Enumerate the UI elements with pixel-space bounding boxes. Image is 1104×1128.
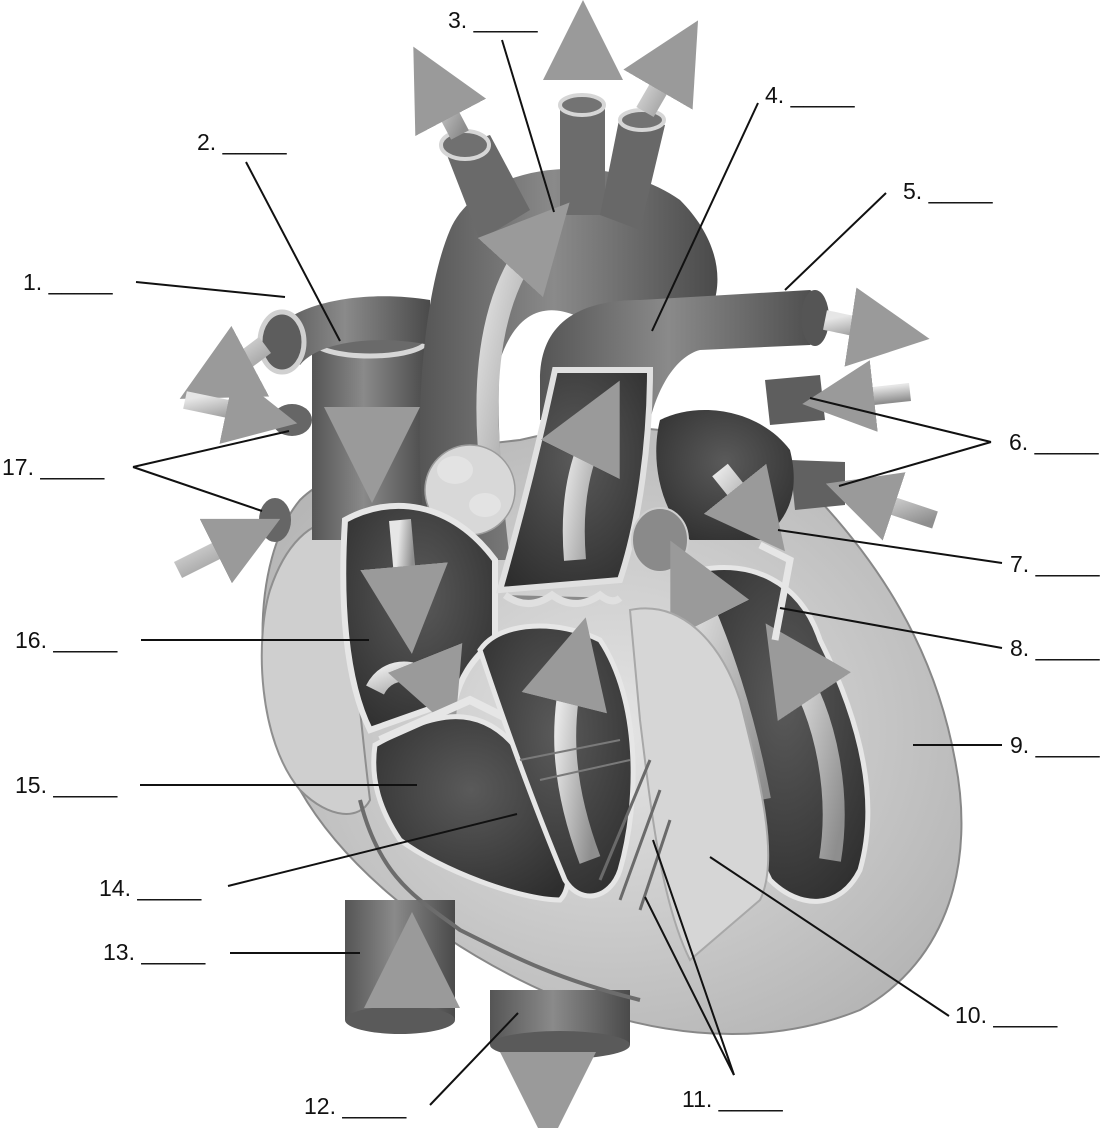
label-14: 14. _____ <box>99 877 201 900</box>
label-15: 15. _____ <box>15 774 117 797</box>
label-10: 10. _____ <box>955 1004 1057 1027</box>
label-2: 2. _____ <box>197 131 287 154</box>
leader-line-6b <box>839 442 991 486</box>
label-5: 5. _____ <box>903 180 993 203</box>
label-9: 9. _____ <box>1010 734 1100 757</box>
label-7: 7. _____ <box>1010 553 1100 576</box>
label-16: 16. _____ <box>15 629 117 652</box>
descending-aorta <box>490 990 630 1100</box>
leader-line-6a <box>810 398 991 442</box>
inferior-vena-cava <box>345 900 455 1080</box>
label-1: 1. _____ <box>23 271 113 294</box>
label-6: 6. _____ <box>1009 431 1099 454</box>
label-3: 3. _____ <box>448 9 538 32</box>
label-11: 11. _____ <box>682 1088 783 1111</box>
leader-line-1 <box>136 282 285 297</box>
label-8: 8. _____ <box>1010 637 1100 660</box>
label-4: 4. _____ <box>765 84 855 107</box>
leader-line-17a <box>133 431 289 467</box>
label-13: 13. _____ <box>103 941 205 964</box>
leader-line-5 <box>785 193 886 290</box>
label-17: 17. _____ <box>2 456 104 479</box>
leader-line-17b <box>133 467 262 511</box>
label-12: 12. _____ <box>304 1095 406 1118</box>
